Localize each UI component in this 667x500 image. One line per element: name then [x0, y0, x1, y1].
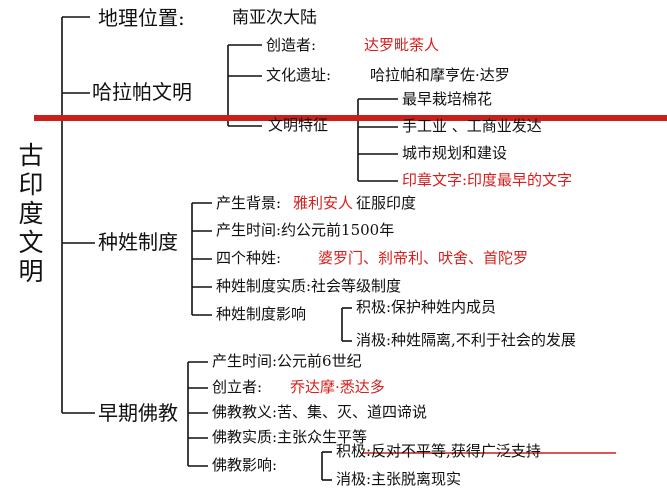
- caste-background-red: 雅利安人: [293, 194, 354, 212]
- harappa-feature-3: 城市规划和建设: [402, 144, 508, 162]
- root-title: 古印度文明: [15, 142, 44, 287]
- caste-title: 种姓制度: [98, 230, 178, 254]
- harappa-feature-4: 印章文字:印度最早的文字: [402, 171, 573, 189]
- caste-essence: 种姓制度实质:社会等级制度: [216, 277, 402, 295]
- buddhism-doctrine: 佛教教义:苦、集、灭、道四谛说: [212, 403, 428, 421]
- buddhism-time: 产生时间:公元前6世纪: [212, 352, 362, 370]
- harappa-feature-1: 最早栽培棉花: [402, 90, 493, 108]
- buddhism-influence-positive: 积极:反对不平等,获得广泛支持: [336, 442, 541, 460]
- harappa-title: 哈拉帕文明: [92, 80, 192, 104]
- buddhism-essence: 佛教实质:主张众生平等: [212, 428, 368, 446]
- caste-influence-negative: 消极:种姓隔离,不利于社会的发展: [356, 331, 576, 349]
- caste-influence-positive: 积极:保护种姓内成员: [356, 298, 497, 316]
- buddhism-title: 早期佛教: [98, 401, 178, 425]
- harappa-site-label: 文化遗址:: [266, 66, 332, 84]
- geography-label: 地理位置:: [98, 6, 185, 30]
- harappa-creator-label: 创造者:: [266, 36, 317, 54]
- harappa-site-value: 哈拉帕和摩亨佐·达罗: [370, 66, 510, 84]
- geography-value: 南亚次大陆: [232, 8, 317, 28]
- red-band-thick: [34, 115, 667, 121]
- caste-influence-label: 种姓制度影响: [216, 305, 307, 323]
- buddhism-influence-negative: 消极:主张脱离现实: [336, 470, 462, 488]
- caste-time: 产生时间:约公元前1500年: [216, 221, 395, 239]
- harappa-creator-value: 达罗毗荼人: [364, 36, 440, 54]
- buddhism-founder-label: 创立者:: [212, 378, 263, 396]
- buddhism-influence-label: 佛教影响:: [212, 456, 278, 474]
- caste-background-label: 产生背景:: [216, 194, 282, 212]
- buddhism-founder-value: 乔达摩·悉达多: [290, 378, 385, 396]
- harappa-features-label: 文明特征: [268, 116, 329, 134]
- caste-four-value: 婆罗门、刹帝利、吠舍、首陀罗: [318, 249, 529, 267]
- harappa-feature-2: 手工业 、工商业发达: [402, 117, 542, 135]
- caste-background-rest: 征服印度: [356, 194, 417, 212]
- caste-four-label: 四个种姓:: [216, 249, 282, 267]
